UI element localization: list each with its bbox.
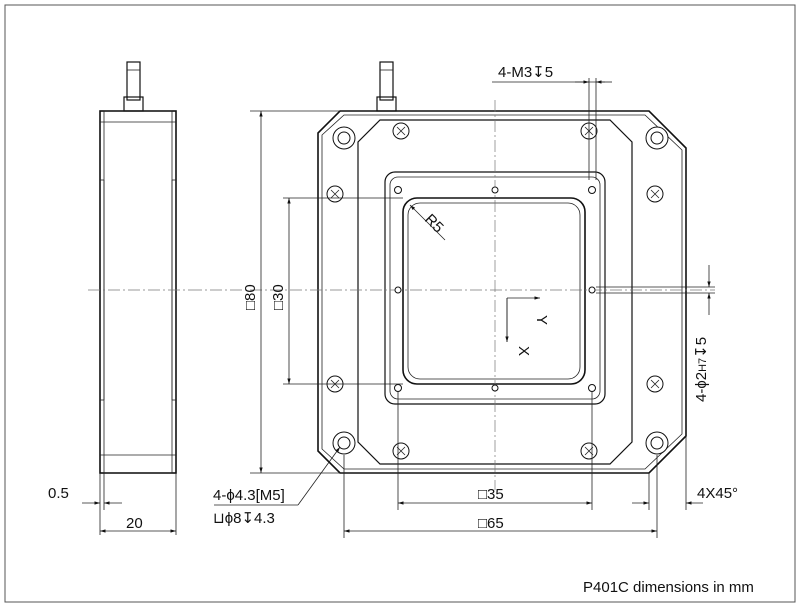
mount-hole	[645, 126, 669, 150]
side-view	[82, 61, 190, 535]
mount-holes-label: 4-ϕ4.3[M5]	[213, 487, 285, 504]
dim-outer-height	[250, 110, 340, 474]
screw-icon	[646, 375, 664, 393]
dim-aperture-height	[283, 197, 403, 385]
screw-icon	[580, 442, 598, 460]
aperture	[402, 197, 586, 385]
outer-size-label: □80	[242, 284, 259, 310]
tap-hole	[588, 186, 596, 194]
outer-plate	[317, 110, 687, 474]
pin-holes-callout	[596, 265, 715, 315]
screw-icon	[326, 185, 344, 203]
mount-holes-callout	[214, 446, 341, 506]
front-view	[190, 61, 715, 490]
pin-hole	[491, 186, 499, 194]
axis-y-label: Y	[533, 315, 550, 325]
axis-x-label: X	[515, 346, 532, 356]
chamfer-label: 4X45°	[697, 485, 738, 502]
screw-icon	[392, 122, 410, 140]
tap-holes-label: 4-M3↧5	[498, 64, 553, 81]
side-offset-label: 0.5	[48, 485, 69, 502]
pin-hole	[491, 384, 499, 392]
mount-hole	[332, 126, 356, 150]
outer-size-bottom-label: □65	[478, 515, 504, 532]
pin-hole	[394, 286, 402, 294]
screw-icon	[646, 185, 664, 203]
screw-icon	[392, 442, 410, 460]
pin-holes-label: 4-ϕ2H7↧5	[693, 337, 710, 402]
aperture-size-label: □30	[270, 284, 287, 310]
inner-size-label: □35	[478, 486, 504, 503]
side-width-label: 20	[126, 515, 143, 532]
chamfer-callout	[632, 436, 703, 510]
center-plate	[357, 119, 633, 465]
tap-hole	[394, 186, 402, 194]
dim-inner-width	[397, 392, 593, 510]
tap-hole	[588, 384, 596, 392]
corner-radius-label: R5	[421, 211, 447, 237]
sheet-border	[4, 4, 796, 603]
tap-holes-callout	[492, 78, 612, 180]
mount-hole	[332, 431, 356, 455]
tap-hole	[394, 384, 402, 392]
counterbore-label: ⊔ϕ8↧4.3	[213, 510, 275, 527]
mount-hole	[645, 431, 669, 455]
pin-hole	[588, 286, 596, 294]
dim-hole-spacing	[343, 455, 658, 538]
drawing-caption: P401C dimensions in mm	[583, 579, 754, 596]
